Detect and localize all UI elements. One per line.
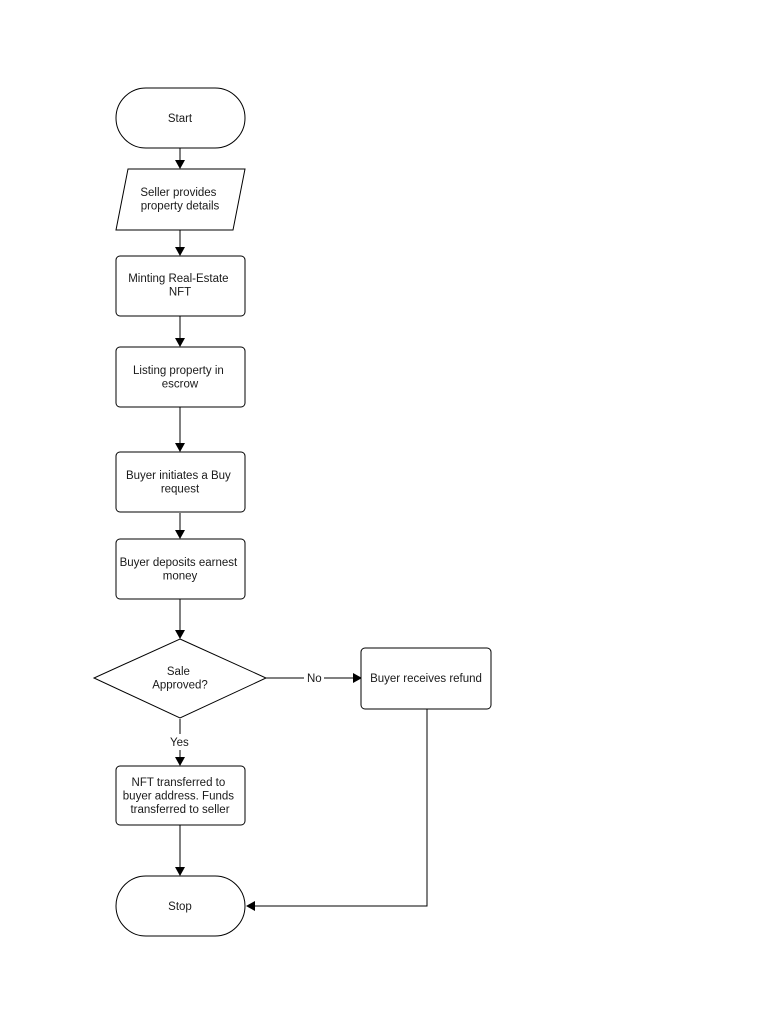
- minting-process-shape: [115, 255, 246, 317]
- node-refund: Buyer receives refund: [360, 647, 492, 710]
- node-earnest-money: Buyer deposits earnest money: [115, 538, 246, 600]
- node-seller-provides: Seller provides property details: [115, 168, 246, 231]
- node-stop: Stop: [115, 875, 246, 937]
- arrowhead-seller: [175, 160, 185, 169]
- transfer-label: NFT transferred to buyer address. Funds …: [123, 777, 237, 816]
- node-buy-request: Buyer initiates a Buy request: [115, 451, 246, 513]
- edge-label-no-background: [304, 670, 324, 686]
- minting-label: Minting Real-Estate NFT: [128, 273, 232, 299]
- seller-provides-label: Seller provides property details: [140, 187, 219, 213]
- node-transfer: NFT transferred to buyer address. Funds …: [115, 765, 246, 826]
- edge-label-no-group: No: [304, 670, 324, 686]
- start-label: Start: [168, 113, 193, 125]
- arrowhead-earnest: [175, 530, 185, 539]
- arrowhead-buy-request: [175, 443, 185, 452]
- arrowhead-transfer: [175, 757, 185, 766]
- edge-label-no: No: [307, 673, 322, 685]
- arrowhead-decision: [175, 630, 185, 639]
- node-sale-approved: Sale Approved?: [92, 638, 268, 719]
- listing-process-shape: [115, 346, 246, 408]
- edge-label-yes-background: [167, 734, 193, 750]
- earnest-money-label: Buyer deposits earnest money: [120, 557, 241, 583]
- start-terminator-shape: [115, 87, 246, 149]
- edge-label-yes: Yes: [170, 737, 189, 749]
- node-minting: Minting Real-Estate NFT: [115, 255, 246, 317]
- arrowheads: [175, 160, 362, 911]
- earnest-money-process-shape: [115, 538, 246, 600]
- refund-label: Buyer receives refund: [370, 673, 482, 685]
- listing-label: Listing property in escrow: [133, 365, 227, 391]
- edge-label-yes-group: Yes: [167, 734, 193, 750]
- arrowhead-stop-from-refund: [246, 901, 255, 911]
- buy-request-label: Buyer initiates a Buy request: [126, 470, 234, 496]
- refund-process-shape: [360, 647, 492, 710]
- transfer-process-shape: [115, 765, 246, 826]
- sale-approved-decision-shape: [92, 638, 268, 719]
- arrowhead-stop-from-transfer: [175, 867, 185, 876]
- seller-provides-parallelogram-shape: [115, 168, 246, 231]
- connector-refund-to-stop: [254, 709, 428, 907]
- stop-terminator-shape: [115, 875, 246, 937]
- stop-label: Stop: [168, 901, 192, 913]
- buy-request-process-shape: [115, 451, 246, 513]
- node-listing: Listing property in escrow: [115, 346, 246, 408]
- arrowhead-minting: [175, 247, 185, 256]
- node-start: Start: [115, 87, 246, 149]
- arrowhead-listing: [175, 338, 185, 347]
- arrowhead-refund: [353, 673, 362, 683]
- sale-approved-label: Sale Approved?: [152, 666, 208, 692]
